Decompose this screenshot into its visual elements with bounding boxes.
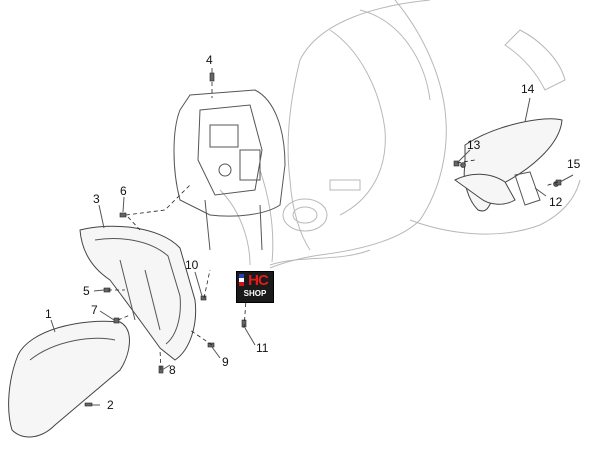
scooter-frame-outline bbox=[219, 0, 581, 269]
callout-13: 13 bbox=[467, 138, 481, 152]
callout-6: 6 bbox=[120, 184, 127, 198]
callout-8: 8 bbox=[169, 363, 176, 377]
leader-lines bbox=[50, 68, 574, 406]
callout-14: 14 bbox=[521, 82, 535, 96]
callout-4: 4 bbox=[206, 53, 213, 67]
callout-7: 7 bbox=[91, 303, 98, 317]
logo-sub-text: SHOP bbox=[243, 289, 267, 298]
rear-hugger bbox=[454, 118, 563, 212]
callout-2: 2 bbox=[107, 398, 114, 412]
callout-11: 11 bbox=[256, 341, 269, 355]
callout-5: 5 bbox=[83, 284, 90, 298]
callout-10: 10 bbox=[185, 258, 199, 272]
callout-15: 15 bbox=[567, 157, 581, 171]
inner-shield-assembly bbox=[173, 89, 286, 251]
front-mudguard bbox=[8, 320, 130, 438]
callout-1: 1 bbox=[45, 307, 52, 321]
hc-shop-logo: HC SHOP bbox=[236, 271, 274, 303]
callout-3: 3 bbox=[93, 192, 100, 206]
callout-12: 12 bbox=[549, 195, 563, 209]
inner-mudguard bbox=[79, 225, 197, 361]
logo-main-text: HC bbox=[248, 272, 269, 289]
assembly-lines bbox=[108, 82, 559, 371]
callout-9: 9 bbox=[222, 355, 229, 369]
flag-icon bbox=[239, 274, 244, 286]
